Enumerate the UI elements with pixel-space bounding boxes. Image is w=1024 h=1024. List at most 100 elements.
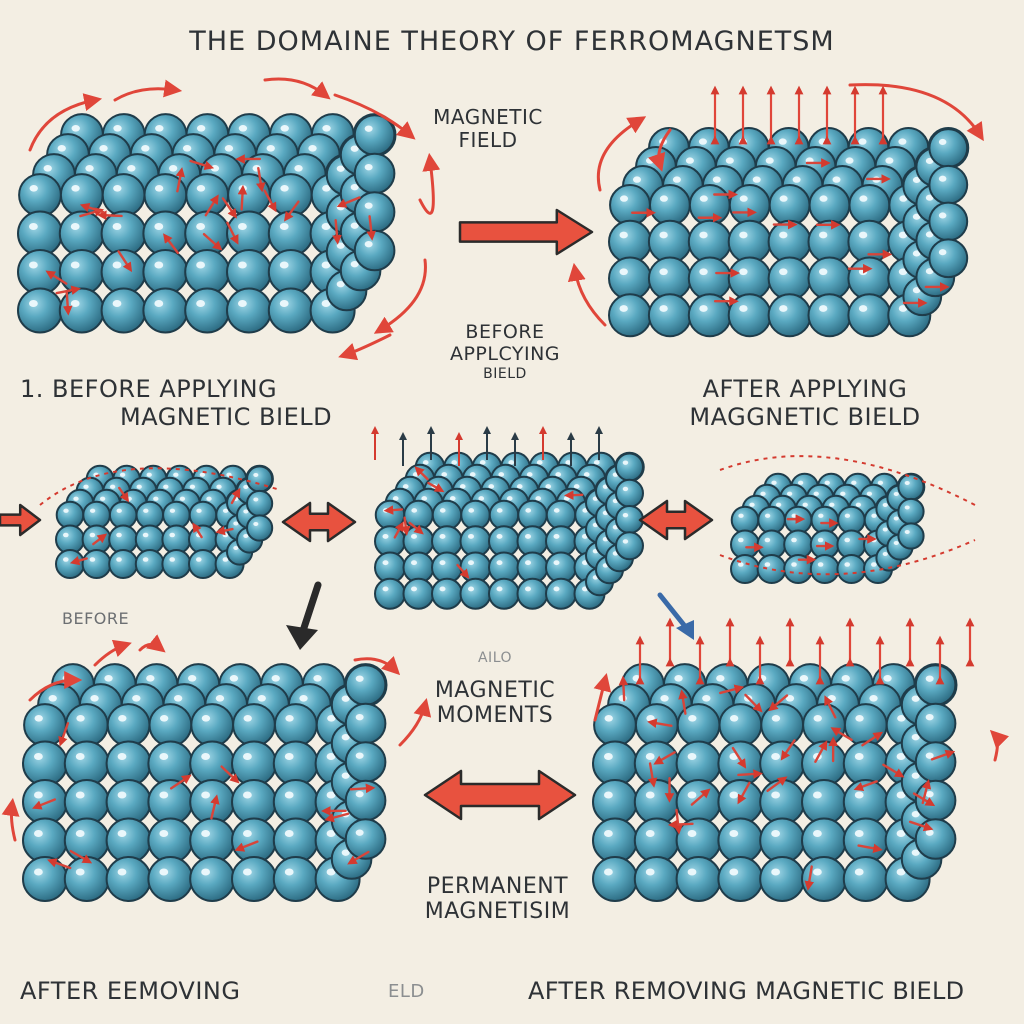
sphere-highlight: [159, 829, 169, 837]
sphere-highlight: [622, 486, 629, 492]
bottom-double-arrow-icon: [423, 769, 577, 821]
sphere-highlight: [229, 674, 239, 682]
sphere-highlight: [284, 829, 294, 837]
label-after-applying: AFTER APPLYING MAGGNETIC BIELD: [650, 375, 960, 431]
sphere-highlight: [243, 484, 249, 489]
red-double-arrow-icon: [281, 501, 357, 543]
sphere-highlight: [925, 157, 934, 164]
dipole-arrow-icon: [383, 505, 404, 515]
sphere: [517, 499, 548, 531]
sphere: [647, 293, 692, 338]
sphere-highlight: [116, 508, 122, 513]
sphere: [545, 577, 577, 610]
sphere-highlight: [350, 222, 359, 229]
sphere-highlight: [851, 480, 857, 485]
sphere-highlight: [866, 491, 873, 496]
sphere-highlight: [911, 733, 920, 741]
sphere-highlight: [173, 472, 179, 477]
sphere-highlight: [764, 513, 771, 518]
sphere-highlight: [841, 674, 850, 682]
sphere-highlight: [99, 144, 108, 152]
sphere-highlight: [699, 195, 708, 202]
sphere: [134, 549, 165, 579]
sphere: [344, 818, 387, 860]
block-before-field: [17, 113, 397, 334]
sphere-highlight: [729, 868, 739, 876]
sphere-highlight: [799, 674, 809, 682]
sphere: [17, 249, 63, 295]
sphere: [688, 184, 731, 226]
dipole-arrow-icon: [393, 521, 404, 539]
sphere-highlight: [159, 714, 169, 722]
sphere-highlight: [189, 484, 196, 489]
sphere-highlight: [496, 586, 503, 592]
dipole-arrow-icon: [175, 167, 186, 193]
sphere-highlight: [284, 791, 294, 799]
sphere-highlight: [771, 791, 780, 799]
dipole-arrow-icon: [853, 780, 878, 792]
sphere-highlight: [779, 268, 788, 276]
sphere-highlight: [29, 299, 38, 307]
sphere-highlight: [791, 537, 797, 543]
sphere-highlight: [897, 714, 906, 722]
sphere-highlight: [142, 532, 149, 538]
sphere: [633, 779, 680, 825]
dipole-arrow-icon: [69, 556, 88, 566]
sphere-highlight: [898, 138, 907, 145]
dipole-arrow-icon: [804, 865, 815, 891]
sphere-highlight: [882, 551, 888, 556]
sphere-highlight: [618, 694, 627, 702]
sphere: [717, 856, 764, 902]
sphere: [730, 554, 760, 584]
sphere: [106, 703, 151, 747]
sphere: [18, 173, 62, 217]
sphere-highlight: [243, 714, 252, 722]
sphere-highlight: [222, 557, 229, 562]
dipole-arrow-icon: [768, 694, 789, 712]
sphere-highlight: [238, 299, 247, 307]
sphere-highlight: [871, 513, 877, 518]
sphere-highlight: [739, 268, 748, 276]
sphere-highlight: [553, 508, 560, 513]
red-curved-arrow-icon: [338, 333, 392, 361]
sphere: [727, 256, 772, 301]
sphere: [807, 219, 852, 264]
sphere: [63, 817, 110, 864]
sphere-highlight: [911, 810, 920, 818]
sphere: [768, 184, 811, 226]
sphere: [767, 293, 812, 338]
sphere-highlight: [109, 484, 116, 489]
red-curved-arrow-icon: [333, 93, 416, 140]
sphere-highlight: [869, 694, 878, 702]
sphere: [23, 703, 67, 747]
sphere: [807, 293, 852, 338]
sphere-highlight: [845, 157, 854, 164]
sphere-highlight: [104, 674, 113, 682]
sphere-highlight: [925, 194, 934, 201]
sphere: [105, 817, 152, 864]
sphere-highlight: [858, 138, 867, 145]
sphere: [897, 497, 925, 526]
red-curved-arrow-icon: [398, 698, 432, 747]
sphere: [914, 664, 957, 706]
sphere-highlight: [646, 714, 655, 722]
sphere: [188, 549, 218, 579]
sphere: [135, 500, 165, 530]
sphere-highlight: [771, 480, 777, 485]
sphere-highlight: [154, 222, 164, 230]
sphere: [267, 249, 314, 295]
sphere-highlight: [179, 496, 186, 501]
dipole-arrow-icon: [163, 233, 180, 255]
sphere-highlight: [674, 674, 683, 682]
sphere-highlight: [896, 829, 906, 837]
sphere-highlight: [439, 560, 446, 566]
sphere-highlight: [411, 508, 418, 513]
sphere-highlight: [729, 714, 739, 722]
sphere-highlight: [765, 157, 774, 164]
sphere-highlight: [113, 124, 122, 132]
sphere-highlight: [266, 144, 275, 152]
sphere: [592, 817, 638, 864]
label-before-left-line2: MAGNETIC BIELD: [120, 402, 333, 431]
red-curved-arrow-icon: [113, 79, 183, 102]
sphere: [100, 249, 147, 295]
